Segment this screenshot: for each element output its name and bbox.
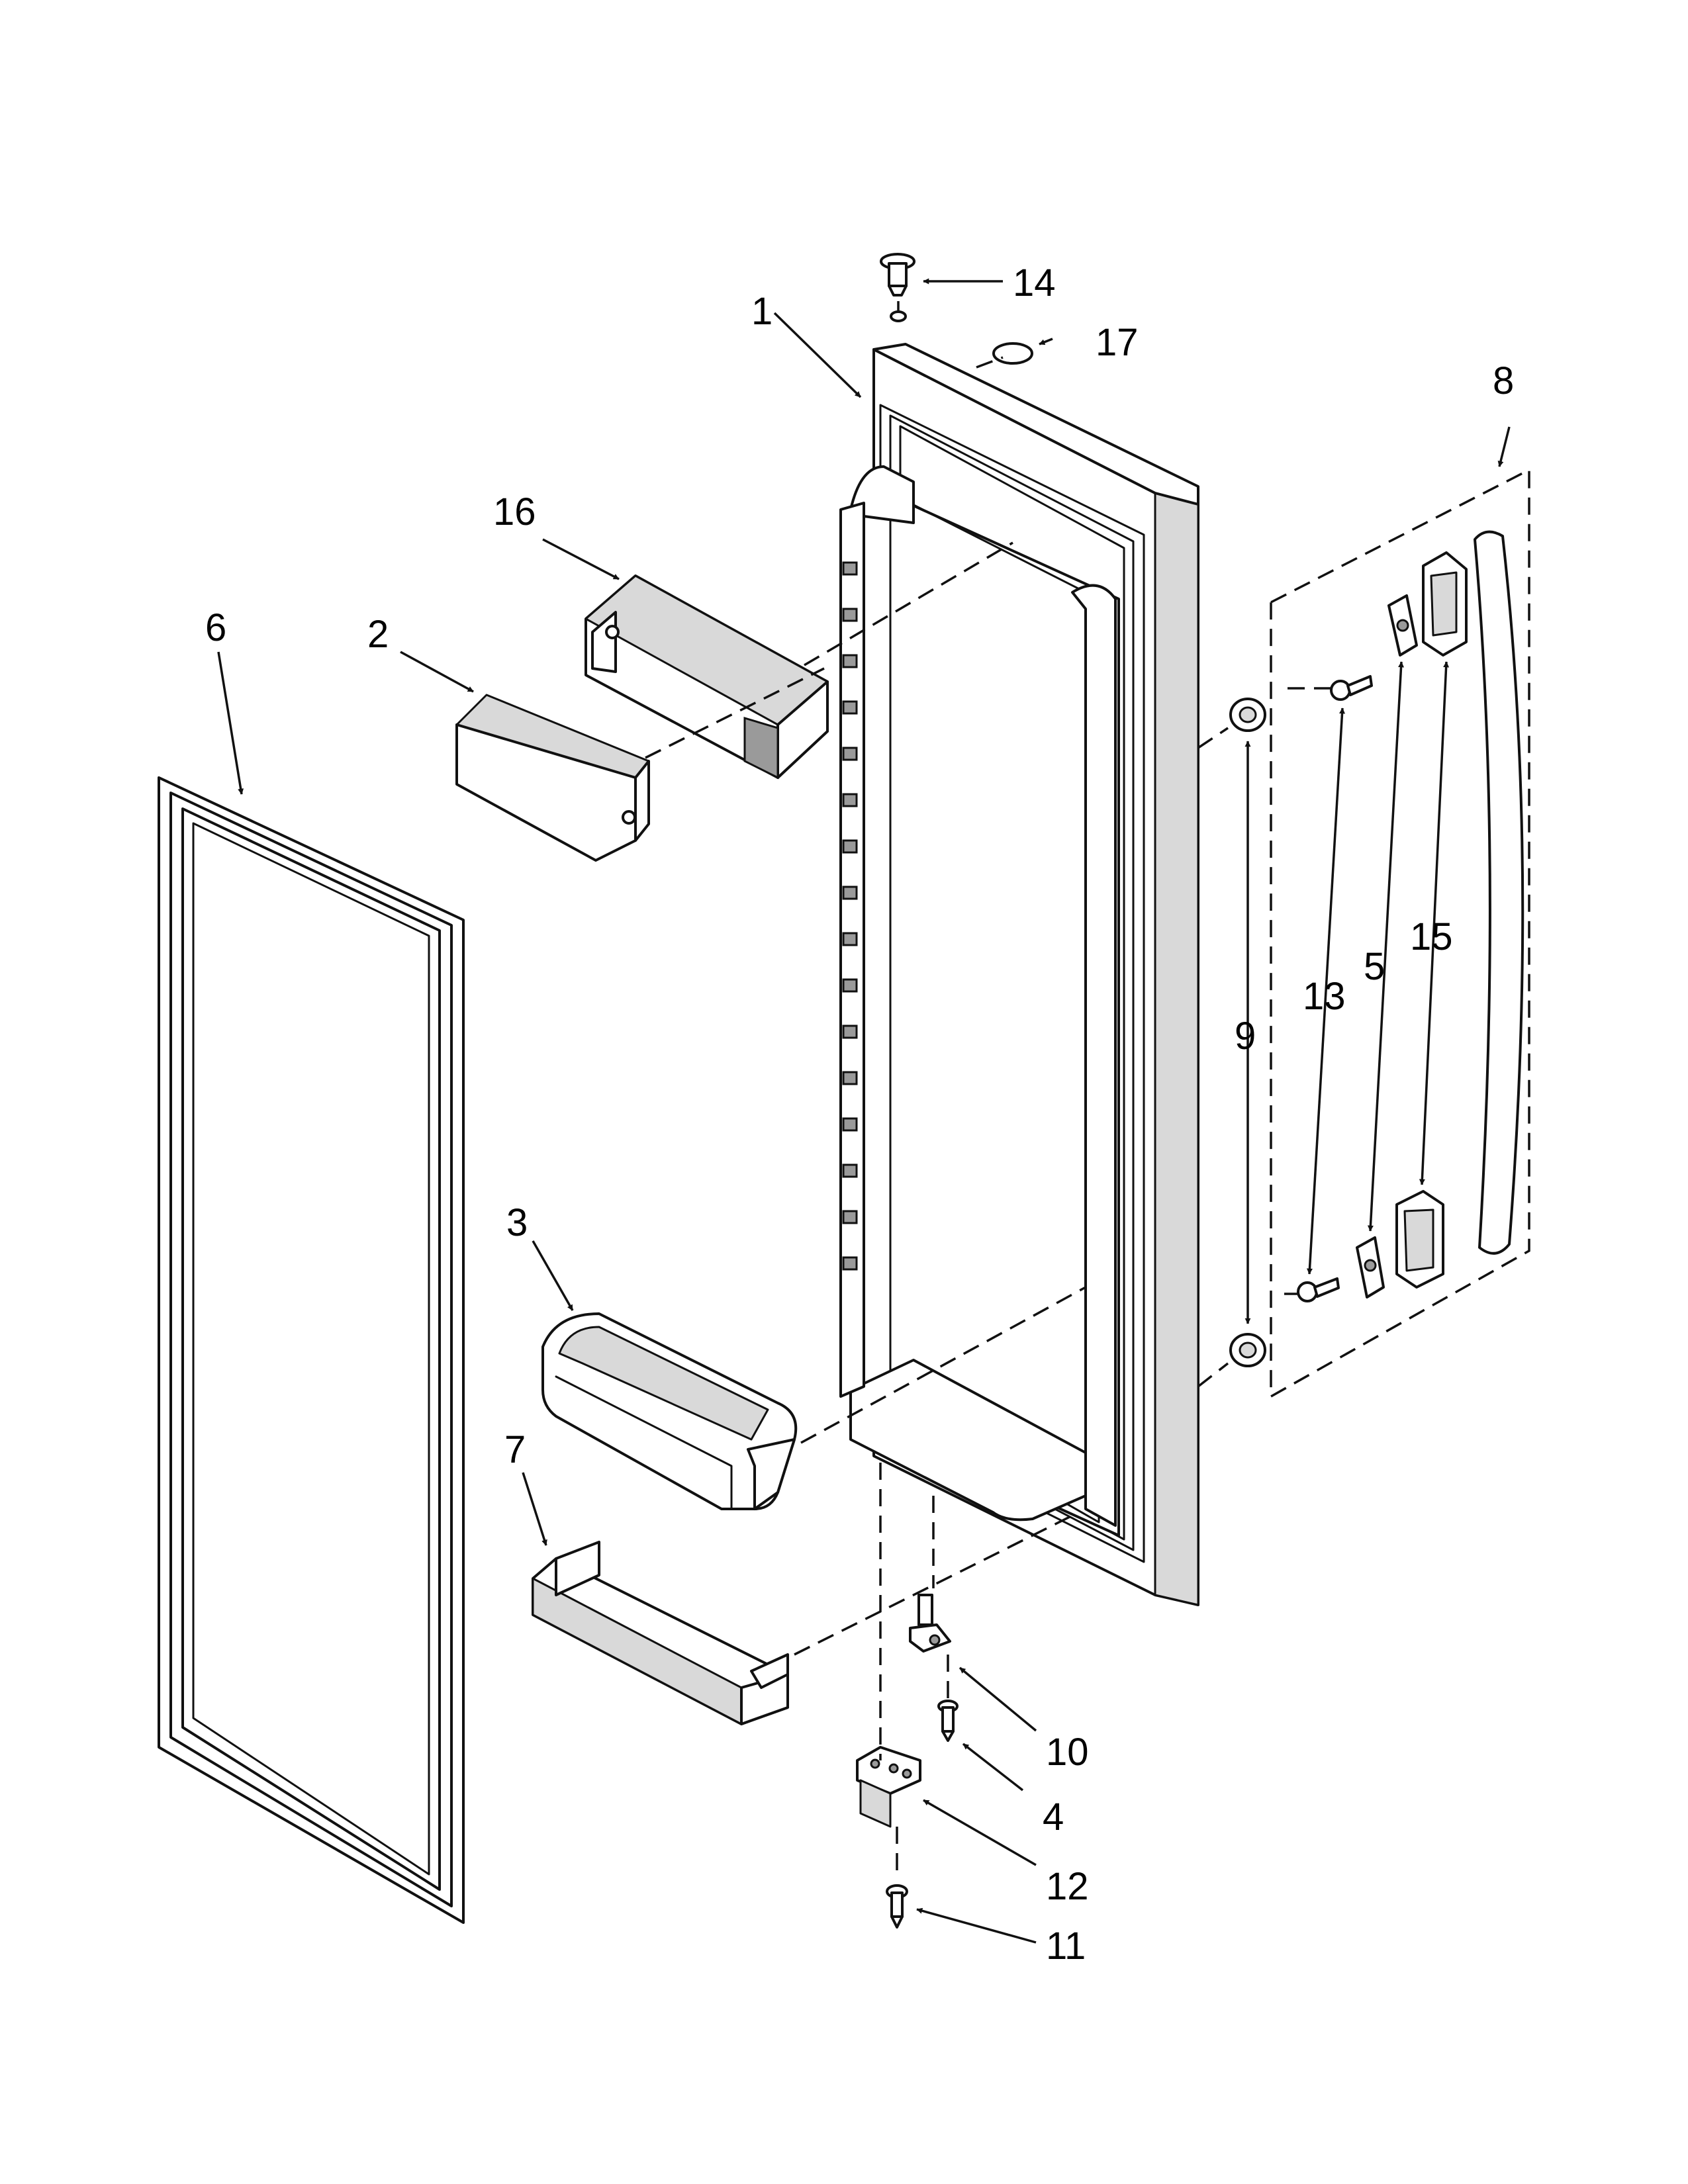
hinge-pin-part xyxy=(909,1594,951,1653)
refrigerator-door-part xyxy=(839,343,1199,1606)
door-shelf-rail-part xyxy=(532,1541,789,1725)
callout-16: 16 xyxy=(493,490,536,533)
callout-8: 8 xyxy=(1493,359,1514,402)
assembly-guide-lines xyxy=(645,301,1331,1880)
handle-screw-upper xyxy=(1330,675,1373,701)
callout-labels: 14 17 1 8 16 6 2 15 5 13 9 3 7 10 4 12 1… xyxy=(205,261,1514,1968)
callout-10: 10 xyxy=(1046,1731,1089,1774)
handle-mount-button-upper xyxy=(1229,698,1266,732)
screw-4-part xyxy=(937,1700,959,1742)
door-gasket-part xyxy=(158,776,465,1924)
hinge-bracket-part xyxy=(856,1746,921,1828)
callout-4: 4 xyxy=(1043,1796,1064,1839)
door-handle-part xyxy=(1474,530,1524,1255)
handle-end-cap-upper xyxy=(1422,551,1468,657)
screw-11-part xyxy=(886,1884,908,1929)
dairy-bin-door-part xyxy=(455,694,650,862)
handle-assembly-box xyxy=(1270,468,1530,1398)
callout-1: 1 xyxy=(751,290,773,333)
callout-7: 7 xyxy=(504,1428,526,1471)
door-bin-part xyxy=(541,1312,798,1510)
callout-13: 13 xyxy=(1303,975,1346,1018)
door-plug-part xyxy=(880,253,915,296)
callout-12: 12 xyxy=(1046,1865,1089,1908)
handle-screw-lower xyxy=(1297,1277,1340,1302)
callout-15: 15 xyxy=(1410,915,1453,958)
door-shelf-slots xyxy=(842,561,858,1271)
callout-6: 6 xyxy=(205,606,226,649)
callout-3: 3 xyxy=(506,1201,528,1244)
handle-mount-button-lower xyxy=(1229,1333,1266,1367)
callout-leaders xyxy=(217,278,1511,1944)
handle-clip-lower xyxy=(1356,1236,1385,1298)
dairy-bin-housing-part xyxy=(585,574,829,780)
door-top-hole xyxy=(890,310,907,322)
callout-11: 11 xyxy=(1046,1925,1086,1968)
handle-end-cap-lower xyxy=(1395,1190,1444,1289)
callout-9: 9 xyxy=(1235,1015,1256,1058)
callout-5: 5 xyxy=(1364,945,1385,988)
callout-17: 17 xyxy=(1096,321,1139,364)
callout-14: 14 xyxy=(1013,261,1056,304)
handle-clip-upper xyxy=(1387,594,1418,657)
hole-cover-part xyxy=(992,342,1033,365)
callout-2: 2 xyxy=(367,613,389,656)
